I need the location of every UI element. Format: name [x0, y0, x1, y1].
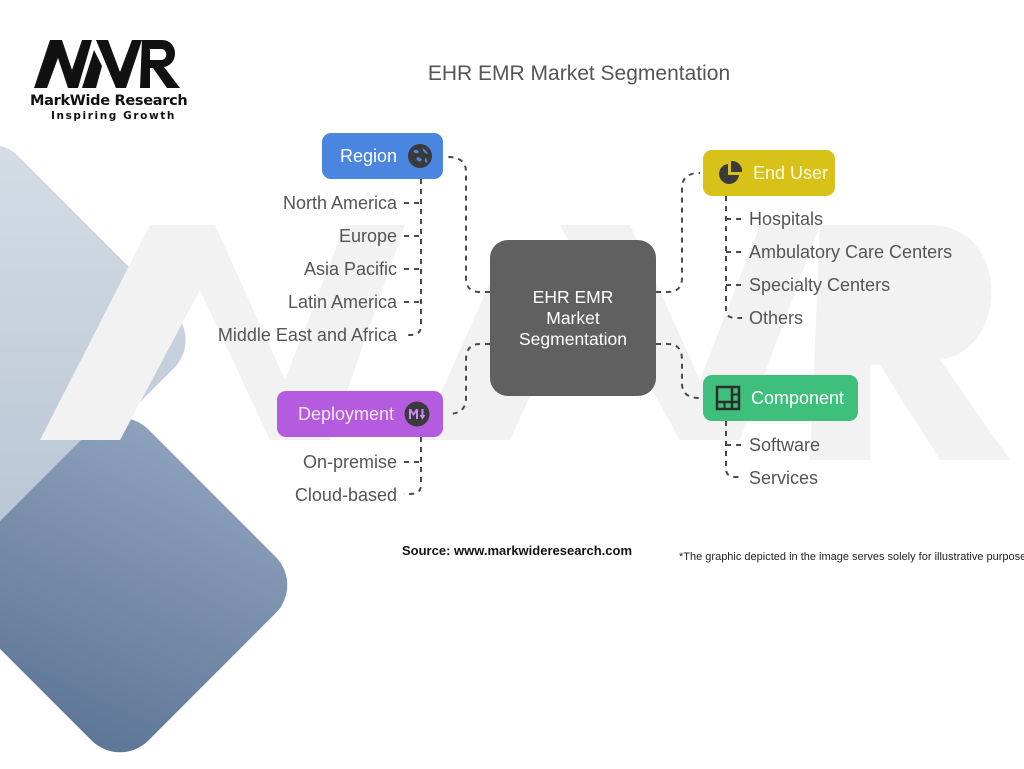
- branch-component-label: Component: [751, 388, 845, 408]
- connector-deployment-items: [404, 437, 422, 495]
- layout-grid-icon: [715, 385, 741, 411]
- markdown-icon: [404, 401, 430, 427]
- connector-center-region: [447, 156, 490, 293]
- mwr-logo-mark: [34, 40, 180, 88]
- globe-icon: [408, 144, 433, 168]
- region-item: Middle East and Africa: [217, 325, 397, 345]
- branch-end-user-label: End User: [753, 163, 829, 183]
- pie-chart-icon: [719, 160, 743, 184]
- branch-region[interactable]: Region: [322, 133, 443, 179]
- region-item: Asia Pacific: [303, 259, 397, 279]
- branch-end-user[interactable]: End User: [703, 150, 835, 196]
- brand-tagline: Inspiring Growth: [51, 110, 176, 122]
- disclaimer: *The graphic depicted in the image serve…: [679, 551, 1024, 563]
- region-item: Latin America: [287, 292, 397, 312]
- branch-deployment[interactable]: Deployment: [277, 391, 443, 437]
- branch-region-label: Region: [340, 146, 398, 166]
- brand-logo: MarkWide Research Inspiring Growth: [30, 36, 200, 122]
- branch-deployment-label: Deployment: [298, 404, 395, 424]
- component-item: Services: [749, 468, 819, 488]
- center-node-line: Segmentation: [519, 328, 627, 349]
- brand-name: MarkWide Research: [30, 93, 188, 109]
- source-credit: Source: www.markwideresearch.com: [402, 543, 633, 558]
- page-title: EHR EMR Market Segmentation: [427, 62, 731, 85]
- region-item: North America: [282, 193, 397, 213]
- component-item: Software: [749, 435, 821, 455]
- deployment-item: On-premise: [302, 452, 397, 472]
- branch-component[interactable]: Component: [703, 375, 858, 421]
- connector-center-enduser: [656, 172, 701, 293]
- connector-center-component: [656, 343, 701, 399]
- connector-region-items: [404, 179, 422, 336]
- deployment-item: Cloud-based: [294, 485, 397, 505]
- end-user-item: Hospitals: [749, 209, 824, 229]
- center-node-line: EHR EMR: [532, 286, 614, 307]
- region-item: Europe: [338, 226, 397, 246]
- connector-lines: [404, 156, 742, 495]
- connector-center-deployment: [447, 343, 490, 415]
- end-user-item: Ambulatory Care Centers: [749, 242, 953, 262]
- end-user-item: Others: [749, 308, 804, 328]
- connector-enduser-items: [725, 196, 742, 319]
- center-node-line: Market: [546, 307, 600, 328]
- center-node[interactable]: EHR EMR Market Segmentation: [490, 240, 656, 396]
- connector-component-items: [725, 421, 742, 478]
- end-user-item: Specialty Centers: [749, 275, 891, 295]
